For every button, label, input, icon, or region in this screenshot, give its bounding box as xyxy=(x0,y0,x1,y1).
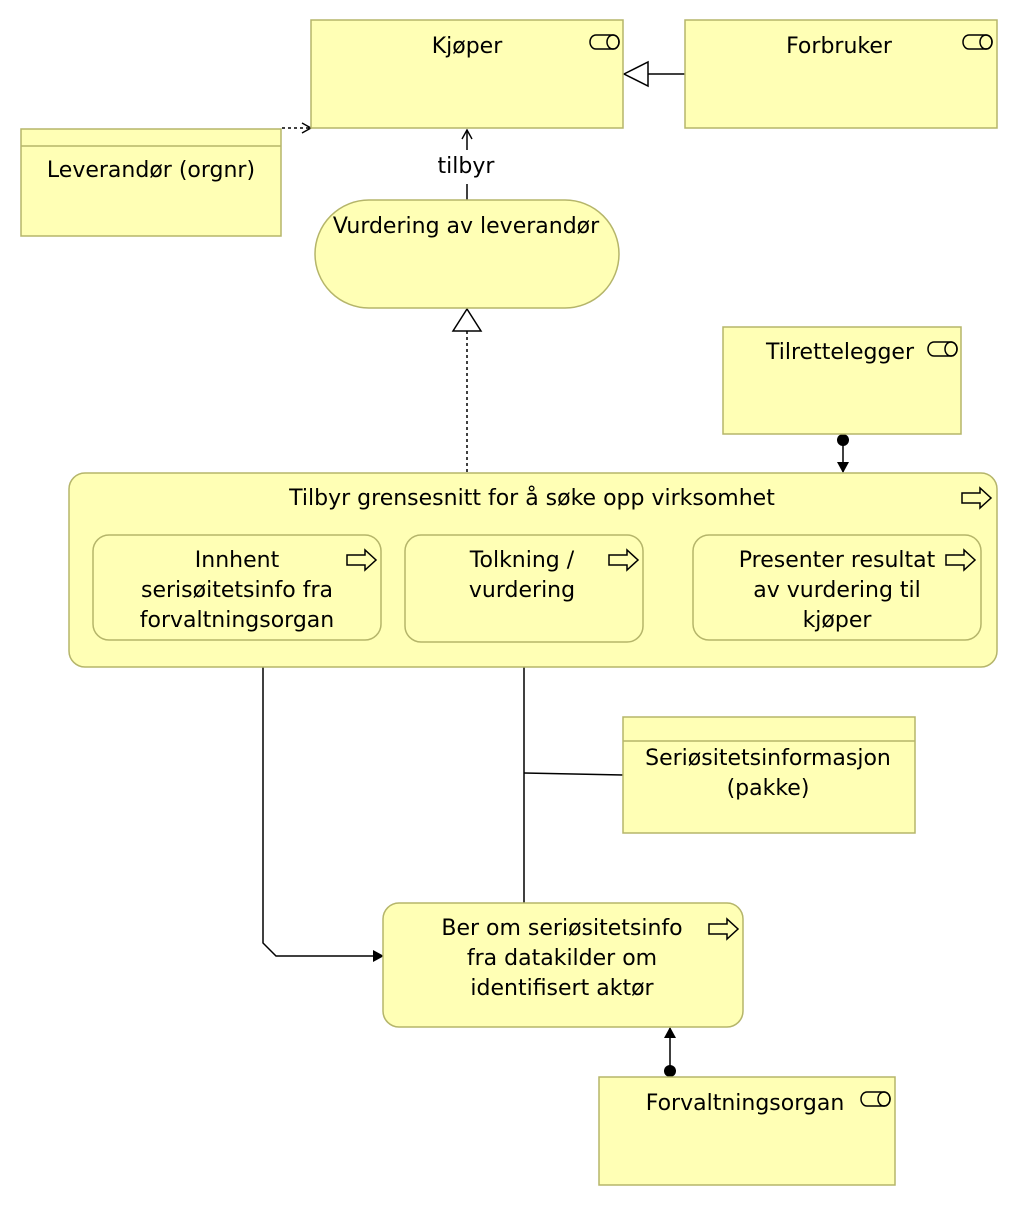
element-ber-om[interactable]: Ber om seriøsitetsinfo fra datakilder om… xyxy=(382,902,744,1028)
label-berom-line2: fra datakilder om xyxy=(467,946,657,971)
assignment-forvaltningsorgan-berom xyxy=(664,1027,676,1077)
label-presenter-line2: av vurdering til xyxy=(753,578,921,603)
label-presenter-line1: Presenter resultat xyxy=(739,548,936,573)
element-kjoper[interactable]: Kjøper xyxy=(310,19,624,129)
label-innhent-line1: Innhent xyxy=(195,548,280,573)
role-icon xyxy=(962,34,993,50)
role-icon xyxy=(589,34,620,50)
label-seriositetsinfo-line1: Seriøsitetsinformasjon xyxy=(645,746,891,771)
serving-vurdering-kjoper: tilbyr xyxy=(438,128,496,200)
label-berom-line3: identifisert aktør xyxy=(470,976,654,1001)
relation-label-tilbyr: tilbyr xyxy=(438,154,496,179)
label-tolkning-line1: Tolkning / xyxy=(469,548,575,573)
assignment-tilrettelegger-process xyxy=(837,434,849,473)
role-icon xyxy=(860,1091,891,1107)
process-arrow-icon xyxy=(346,548,378,572)
association-seriositet-flow xyxy=(523,772,624,776)
element-forbruker[interactable]: Forbruker xyxy=(684,19,998,129)
element-tilrettelegger[interactable]: Tilrettelegger xyxy=(722,326,962,435)
label-kjoper: Kjøper xyxy=(432,34,503,59)
label-innhent-line3: forvaltningsorgan xyxy=(140,608,334,633)
specialization-forbruker-kjoper xyxy=(622,60,685,88)
label-vurdering: Vurdering av leverandør xyxy=(333,214,600,239)
process-arrow-icon xyxy=(945,548,977,572)
process-arrow-icon xyxy=(961,486,993,510)
realization-process-service xyxy=(451,307,483,472)
label-leverandor: Leverandør (orgnr) xyxy=(47,158,255,183)
label-seriositetsinfo-line2: (pakke) xyxy=(727,776,810,801)
label-tolkning-line2: vurdering xyxy=(469,578,575,603)
triggering-innhent-berom xyxy=(262,641,384,962)
label-forbruker: Forbruker xyxy=(786,34,893,59)
label-berom-line1: Ber om seriøsitetsinfo xyxy=(441,916,682,941)
label-tilbyr-grensesnitt: Tilbyr grensesnitt for å søke opp virkso… xyxy=(288,485,775,511)
label-innhent-line2: serisøitetsinfo fra xyxy=(141,578,333,603)
role-icon xyxy=(927,341,958,357)
element-innhent[interactable]: Innhent serisøitetsinfo fra forvaltnings… xyxy=(92,534,382,641)
element-seriositetsinfo[interactable]: Seriøsitetsinformasjon (pakke) xyxy=(622,716,916,834)
label-tilrettelegger: Tilrettelegger xyxy=(765,340,915,365)
element-vurdering[interactable]: Vurdering av leverandør xyxy=(314,199,620,309)
element-forvaltningsorgan[interactable]: Forvaltningsorgan xyxy=(598,1076,896,1186)
process-arrow-icon xyxy=(708,917,740,941)
element-presenter[interactable]: Presenter resultat av vurdering til kjøp… xyxy=(692,534,982,641)
label-presenter-line3: kjøper xyxy=(803,608,873,633)
element-leverandor[interactable]: Leverandør (orgnr) xyxy=(20,128,282,237)
process-arrow-icon xyxy=(608,548,640,572)
label-forvaltningsorgan: Forvaltningsorgan xyxy=(646,1091,845,1116)
element-tolkning[interactable]: Tolkning / vurdering xyxy=(404,534,644,643)
